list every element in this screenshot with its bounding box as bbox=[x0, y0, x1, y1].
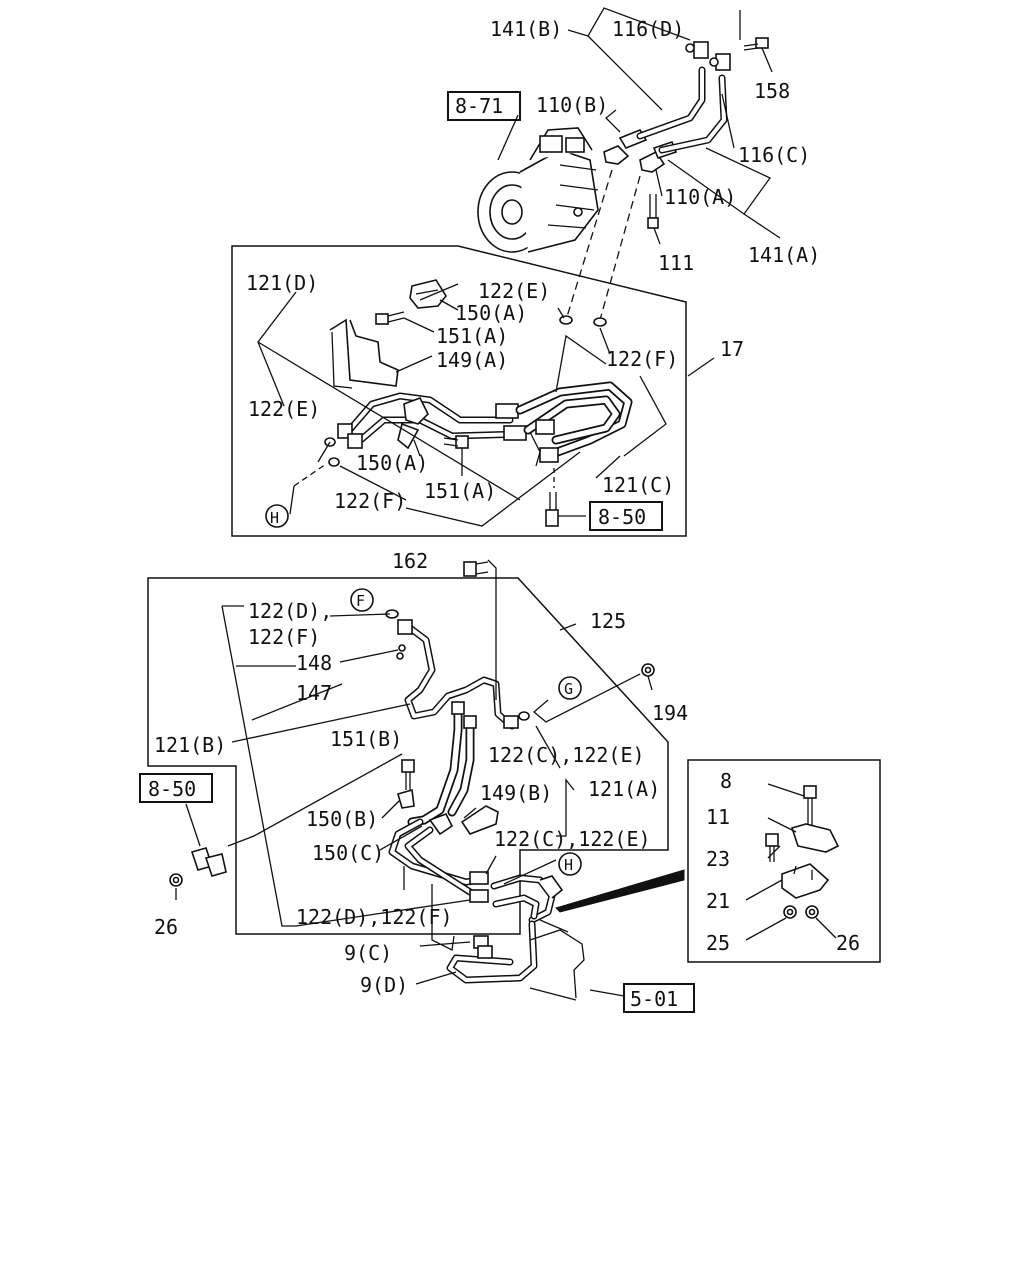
callout-circle-H-bottom bbox=[558, 852, 582, 876]
label-116D: 116(D) bbox=[612, 17, 684, 41]
detail-box bbox=[687, 759, 881, 963]
bolt-151A-top bbox=[375, 311, 405, 325]
label-116C: 116(C) bbox=[738, 143, 810, 167]
callout-H-top: H bbox=[270, 509, 279, 527]
label-11: 11 bbox=[706, 805, 730, 829]
label-162: 162 bbox=[392, 549, 428, 573]
callout-circle-H-top bbox=[265, 504, 289, 528]
bolt-151A-bottom bbox=[443, 435, 469, 449]
fittings-116 bbox=[685, 41, 731, 71]
label-26-right: 26 bbox=[836, 931, 860, 955]
label-110A: 110(A) bbox=[664, 185, 736, 209]
label-121C: 121(C) bbox=[602, 473, 674, 497]
ref-box-850-left bbox=[139, 773, 213, 803]
detail-wedge bbox=[555, 869, 685, 913]
label-122F-bottom: 122(F) bbox=[334, 489, 406, 513]
label-151A-top: 151(A) bbox=[436, 324, 508, 348]
label-21: 21 bbox=[706, 889, 730, 913]
engine-block bbox=[403, 866, 585, 1001]
label-25: 25 bbox=[706, 931, 730, 955]
box-17 bbox=[231, 245, 687, 537]
pipes-lower bbox=[388, 818, 564, 984]
leaders-top bbox=[497, 7, 781, 321]
pipe-121D bbox=[342, 392, 524, 448]
clamp-850-left bbox=[169, 847, 227, 887]
label-122CE-1: 122(C),122(E) bbox=[488, 743, 645, 767]
bracket-149A bbox=[329, 318, 399, 389]
leaders-box17 bbox=[257, 283, 715, 527]
label-149A: 149(A) bbox=[436, 348, 508, 372]
bolt-to-850 bbox=[545, 492, 559, 527]
label-122F-b: 122(F) bbox=[248, 625, 320, 649]
label-150B: 150(B) bbox=[306, 807, 378, 831]
ref-box-871 bbox=[447, 91, 521, 121]
label-122E-top: 122(E) bbox=[478, 279, 550, 303]
o-rings-box17 bbox=[324, 315, 607, 467]
pipe-141 bbox=[636, 66, 728, 154]
label-122CE-2: 122(C),122(E) bbox=[494, 827, 651, 851]
label-194: 194 bbox=[652, 701, 688, 725]
label-8-50-left: 8-50 bbox=[148, 777, 196, 801]
callout-circle-F bbox=[350, 588, 374, 612]
label-150A-top: 150(A) bbox=[455, 301, 527, 325]
label-26-left: 26 bbox=[154, 915, 178, 939]
hose-121C bbox=[515, 381, 633, 467]
label-158: 158 bbox=[754, 79, 790, 103]
box-125 bbox=[147, 577, 669, 935]
bracket-149B bbox=[428, 805, 499, 836]
label-150C: 150(C) bbox=[312, 841, 384, 865]
callout-H-bottom: H bbox=[564, 856, 573, 874]
label-150A-bottom: 150(A) bbox=[356, 451, 428, 475]
label-9D: 9(D) bbox=[360, 973, 408, 997]
bolt-162 bbox=[463, 561, 489, 577]
clip-150A-top bbox=[409, 279, 447, 309]
label-17: 17 bbox=[720, 337, 744, 361]
compressor bbox=[477, 127, 599, 253]
fittings-121D bbox=[337, 403, 527, 449]
bolt-111 bbox=[647, 194, 659, 229]
label-8-50-top: 8-50 bbox=[598, 505, 646, 529]
label-149B: 149(B) bbox=[480, 781, 552, 805]
leaders-box125 bbox=[175, 559, 653, 997]
label-125: 125 bbox=[590, 609, 626, 633]
callout-circle-G bbox=[558, 676, 582, 700]
label-147: 147 bbox=[296, 681, 332, 705]
label-141A: 141(A) bbox=[748, 243, 820, 267]
label-141B: 141(B) bbox=[490, 17, 562, 41]
callout-G: G bbox=[564, 680, 573, 698]
label-110B: 110(B) bbox=[536, 93, 608, 117]
clip-150B bbox=[397, 759, 415, 809]
label-9C: 9(C) bbox=[344, 941, 392, 965]
label-111: 111 bbox=[658, 251, 694, 275]
label-8-71: 8-71 bbox=[455, 94, 503, 118]
label-121A: 121(A) bbox=[588, 777, 660, 801]
label-8: 8 bbox=[720, 769, 732, 793]
hose-121A bbox=[407, 701, 477, 827]
label-151A-bottom: 151(A) bbox=[424, 479, 496, 503]
callout-F: F bbox=[356, 592, 365, 610]
label-151B: 151(B) bbox=[330, 727, 402, 751]
label-122F-mid: 122(F) bbox=[606, 347, 678, 371]
label-5-01: 5-01 bbox=[630, 987, 678, 1011]
ref-box-501 bbox=[623, 983, 695, 1013]
label-122D-a: 122(D), bbox=[248, 599, 332, 623]
bolt-158 bbox=[743, 37, 769, 51]
label-148: 148 bbox=[296, 651, 332, 675]
label-122D-122F: 122(D),122(F) bbox=[296, 905, 453, 929]
label-121D: 121(D) bbox=[246, 271, 318, 295]
label-121B: 121(B) bbox=[154, 733, 226, 757]
ref-box-850-top bbox=[589, 501, 663, 531]
label-122E-left: 122(E) bbox=[248, 397, 320, 421]
label-23: 23 bbox=[706, 847, 730, 871]
